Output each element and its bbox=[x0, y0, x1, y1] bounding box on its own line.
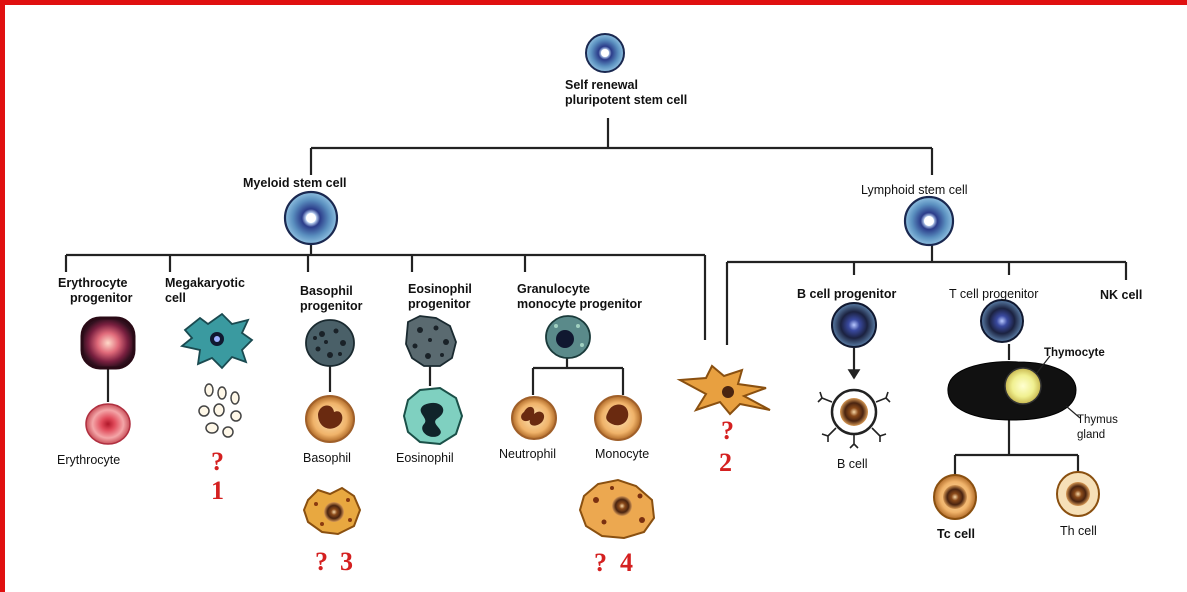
thymocyte-cell bbox=[1004, 367, 1042, 405]
tc-cell-label: Tc cell bbox=[937, 527, 975, 541]
question-number-3: 3 bbox=[340, 547, 353, 576]
mast-cell bbox=[302, 486, 362, 536]
basophil-progenitor-label-line2: progenitor bbox=[300, 299, 363, 313]
thymocyte-label: Thymocyte bbox=[1044, 347, 1105, 359]
myeloid-stem-cell bbox=[283, 190, 339, 246]
basophil-progenitor-label-line1: Basophil bbox=[300, 284, 353, 298]
eosinophil-progenitor-label-line2: progenitor bbox=[408, 297, 471, 311]
granulocyte-progenitor-label-line2: monocyte progenitor bbox=[517, 297, 643, 311]
granulocyte-monocyte-progenitor-cell bbox=[545, 315, 591, 359]
pluripotent-stem-cell bbox=[585, 33, 625, 73]
b-cell-progenitor-label: B cell progenitor bbox=[797, 287, 897, 301]
nk-cell-label: NK cell bbox=[1100, 288, 1143, 302]
granulocyte-progenitor-label-line1: Granulocyte bbox=[517, 282, 590, 296]
erythrocyte-progenitor-label-line1: Erythrocyte bbox=[58, 276, 128, 290]
question-number-4: 4 bbox=[620, 548, 633, 577]
t-cell-progenitor-cell bbox=[980, 299, 1024, 343]
b-cell bbox=[817, 388, 891, 449]
neutrophil-label: Neutrophil bbox=[499, 447, 556, 461]
question-mark-4: ? bbox=[594, 548, 607, 577]
megakaryotic-label-line2: cell bbox=[165, 291, 186, 305]
monocyte-cell bbox=[594, 395, 642, 441]
platelets bbox=[198, 383, 242, 438]
tc-cell bbox=[933, 474, 977, 520]
question-mark-3: ? bbox=[315, 547, 328, 576]
question-number-2: 2 bbox=[719, 448, 732, 477]
question-mark-1: ? bbox=[211, 447, 224, 476]
megakaryotic-cell bbox=[179, 312, 254, 370]
lymphoid-stem-cell bbox=[903, 195, 955, 247]
myeloid-stem-cell-label: Myeloid stem cell bbox=[243, 176, 347, 190]
eosinophil-progenitor-label-line1: Eosinophil bbox=[408, 282, 472, 296]
basophil-progenitor-cell bbox=[305, 319, 355, 367]
basophil-cell bbox=[305, 395, 355, 443]
th-cell-label: Th cell bbox=[1060, 524, 1097, 538]
erythrocyte-cell bbox=[85, 403, 131, 445]
neutrophil-cell bbox=[511, 396, 557, 440]
macrophage-cell bbox=[578, 478, 656, 540]
dendritic-cell bbox=[676, 364, 771, 416]
thymus-gland-label-line2: gland bbox=[1077, 429, 1106, 441]
question-number-1: 1 bbox=[211, 476, 224, 505]
lymphoid-stem-cell-label: Lymphoid stem cell bbox=[861, 183, 968, 197]
megakaryotic-label-line1: Megakaryotic bbox=[165, 276, 245, 290]
thymus-gland-label-line1: Thymus bbox=[1077, 414, 1118, 426]
monocyte-label: Monocyte bbox=[595, 447, 650, 461]
th-cell bbox=[1056, 471, 1100, 517]
eosinophil-progenitor-cell bbox=[405, 315, 457, 367]
connector-lines bbox=[64, 118, 1128, 475]
stem-cell-label-line1: Self renewal bbox=[565, 78, 638, 92]
erythrocyte-progenitor-cell bbox=[80, 316, 136, 370]
eosinophil-cell bbox=[402, 386, 464, 446]
b-cell-progenitor-cell bbox=[831, 302, 877, 348]
erythrocyte-progenitor-label-line2: progenitor bbox=[70, 291, 133, 305]
eosinophil-label: Eosinophil bbox=[396, 451, 454, 465]
b-cell-label: B cell bbox=[837, 457, 868, 471]
stem-cell-label-line2: pluripotent stem cell bbox=[565, 93, 688, 107]
t-cell-progenitor-label: T cell progenitor bbox=[949, 287, 1039, 301]
question-mark-2: ? bbox=[721, 416, 734, 445]
erythrocyte-label: Erythrocyte bbox=[57, 453, 121, 467]
basophil-label: Basophil bbox=[303, 451, 351, 465]
